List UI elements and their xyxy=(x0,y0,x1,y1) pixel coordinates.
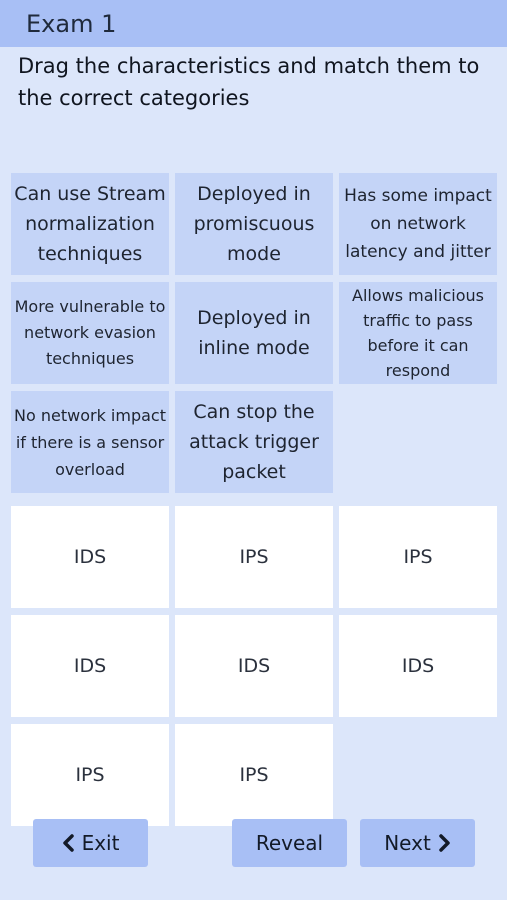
chevron-right-icon xyxy=(439,834,451,852)
next-label: Next xyxy=(384,831,431,855)
drop-slot[interactable]: IPS xyxy=(339,506,497,608)
characteristic-card[interactable]: Allows malicious traffic to pass before … xyxy=(339,282,497,384)
drop-slot[interactable]: IPS xyxy=(11,724,169,826)
reveal-button[interactable]: Reveal xyxy=(232,819,347,867)
drop-slot[interactable]: IDS xyxy=(339,615,497,717)
drop-slot[interactable]: IDS xyxy=(175,615,333,717)
characteristic-card[interactable]: No network impact if there is a sensor o… xyxy=(11,391,169,493)
instruction-text: Drag the characteristics and match them … xyxy=(18,54,480,110)
drop-slot[interactable]: IDS xyxy=(11,506,169,608)
characteristic-card[interactable]: Can stop the attack trigger packet xyxy=(175,391,333,493)
exit-label: Exit xyxy=(81,831,120,855)
drop-slot[interactable]: IDS xyxy=(11,615,169,717)
exam-title: Exam 1 xyxy=(26,9,117,38)
chevron-left-icon xyxy=(62,834,74,852)
characteristic-card[interactable]: Has some impact on network latency and j… xyxy=(339,173,497,275)
drop-slot[interactable]: IPS xyxy=(175,724,333,826)
drop-slot[interactable]: IPS xyxy=(175,506,333,608)
app-header: Exam 1 xyxy=(0,0,507,47)
characteristic-card[interactable]: More vulnerable to network evasion techn… xyxy=(11,282,169,384)
characteristic-card[interactable]: Deployed in inline mode xyxy=(175,282,333,384)
exit-button[interactable]: Exit xyxy=(33,819,148,867)
next-button[interactable]: Next xyxy=(360,819,475,867)
reveal-label: Reveal xyxy=(255,831,324,855)
characteristic-card[interactable]: Can use Stream normalization techniques xyxy=(11,173,169,275)
characteristic-card[interactable]: Deployed in promiscuous mode xyxy=(175,173,333,275)
